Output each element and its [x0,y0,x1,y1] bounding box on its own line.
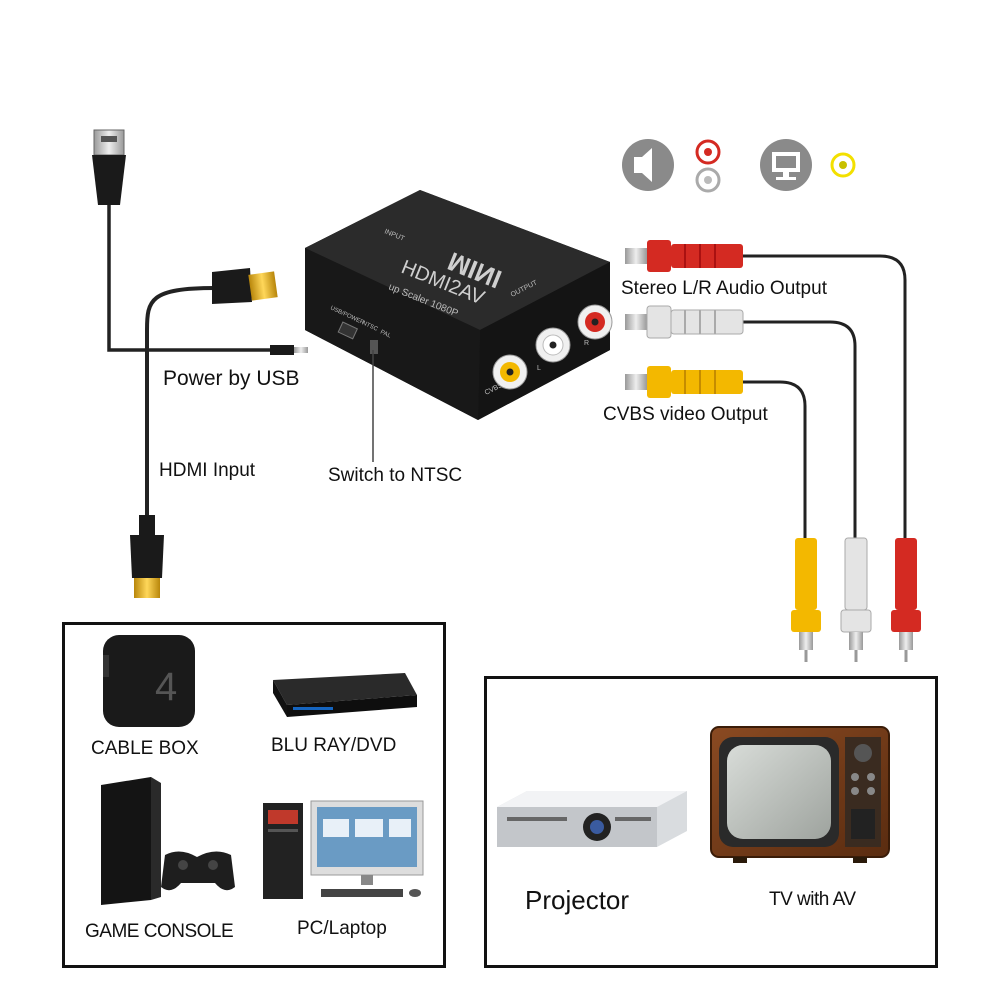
red-rca-plug-top [625,240,743,272]
hdmi-cable [130,268,278,598]
white-rca-plug-top [625,305,744,339]
cvbs-video-output-label: CVBS video Output [603,404,768,425]
pc-laptop-label: PC/Laptop [297,918,387,939]
tv-with-av-label: TV with AV [769,889,856,910]
usb-cable [92,129,308,355]
cable-box-label: CABLE BOX [91,738,199,759]
blu-ray-player-image [273,673,417,717]
l-label-text: L [537,365,541,372]
cvbs-jack [492,354,528,390]
projector-label: Projector [525,885,630,915]
source-devices-art: 4 [101,635,424,905]
tv-with-av-image [710,726,890,863]
cable-box-image: 4 [103,635,195,727]
blu-ray-dvd-label: BLU RAY/DVD [271,735,397,756]
switch-to-ntsc-label: Switch to NTSC [328,465,463,486]
power-by-usb-label: Power by USB [163,367,300,390]
white-rca-plug-bottom [840,537,872,662]
red-rca-plug-bottom [891,538,921,662]
yellow-rca-plug-bottom [791,538,821,662]
converter-box: MINI HDMI2AV up Scaler 1080P INPUT OUTPU… [305,190,613,420]
game-console-label: GAME CONSOLE [85,921,234,942]
speaker-icon [622,139,674,191]
ntsc-pal-switch [370,340,378,354]
monitor-icon [760,139,812,191]
r-label-text: R [584,340,589,347]
audio-l-jack [535,327,571,363]
output-devices-art [497,726,890,863]
hdmi-input-label: HDMI Input [159,460,256,481]
source-devices-panel: 4 CABLE BOX [62,622,446,968]
output-devices-panel: Projector TV with AV [484,676,938,968]
red-white-jack-icon [695,139,721,193]
yellow-jack-icon [830,152,856,178]
stereo-audio-output-label: Stereo L/R Audio Output [621,278,827,299]
pc-laptop-image [263,800,424,899]
audio-r-jack [577,304,613,340]
projector-image [497,791,687,847]
yellow-rca-plug-top [625,366,743,398]
rca-cables [742,254,907,540]
svg-text:4: 4 [155,665,177,709]
usb-port [337,321,359,340]
pal-label-text: PAL [379,329,392,339]
game-console-image [101,777,235,905]
